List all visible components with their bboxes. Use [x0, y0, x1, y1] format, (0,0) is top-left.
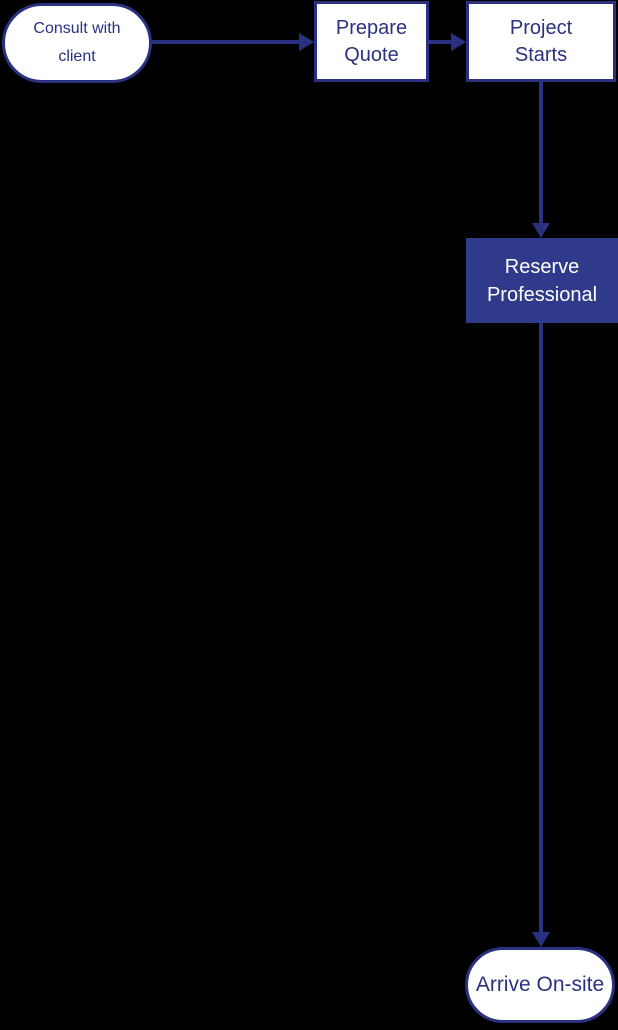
node-label-line: Project — [509, 16, 573, 39]
node-consult-with-client: Consult with client — [2, 3, 152, 83]
arrow-head-icon — [532, 932, 550, 947]
node-label-line: Arrive On-site — [475, 973, 605, 996]
arrow-line — [539, 82, 543, 223]
arrow-head-icon — [451, 33, 466, 51]
node-label: Consult with client — [33, 15, 120, 71]
node-reserve-professional: Reserve Professional — [466, 238, 618, 323]
arrow-head-icon — [299, 33, 314, 51]
node-label-line: client — [58, 48, 96, 65]
arrow-line — [152, 40, 299, 44]
arrow-head-icon — [532, 223, 550, 238]
arrow-line — [539, 323, 543, 932]
node-label: Project Starts — [510, 15, 572, 69]
node-label-line: Professional — [486, 283, 598, 306]
arrow-line — [429, 40, 452, 44]
node-label-line: Quote — [344, 43, 399, 66]
node-label: Prepare Quote — [336, 15, 407, 69]
node-label-line: Starts — [514, 43, 568, 66]
node-label: Arrive On-site — [476, 973, 604, 997]
node-label: Reserve Professional — [487, 253, 597, 309]
node-arrive-on-site: Arrive On-site — [465, 947, 615, 1023]
node-label-line: Reserve — [504, 255, 580, 278]
node-label-line: Prepare — [335, 16, 408, 39]
node-project-starts: Project Starts — [466, 1, 616, 82]
node-prepare-quote: Prepare Quote — [314, 1, 429, 82]
node-label-line: Consult with — [33, 20, 121, 37]
